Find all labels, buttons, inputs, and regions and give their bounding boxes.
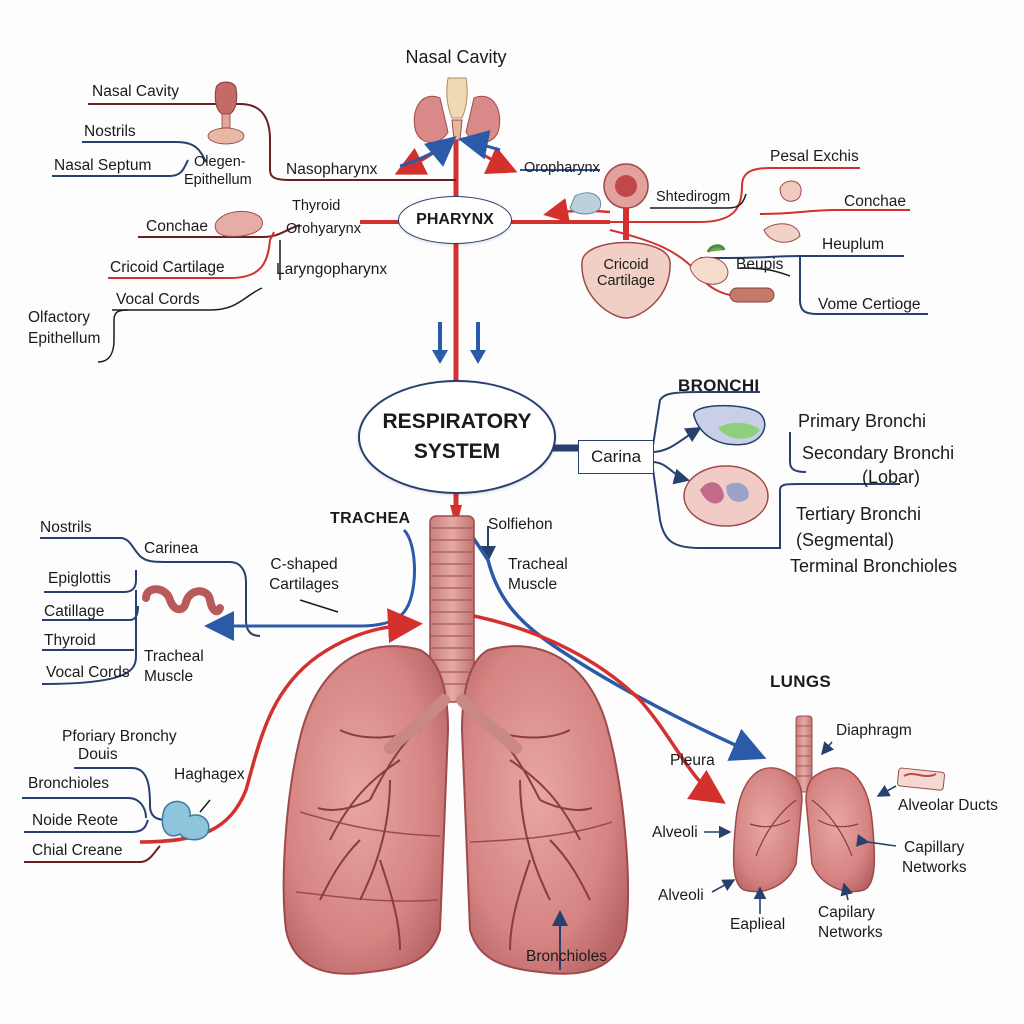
label-olegen-1: Olegen-	[194, 154, 246, 170]
label-capillary-1b: Networks	[902, 859, 967, 876]
small-trachea	[795, 715, 813, 793]
lungs-heading: LUNGS	[770, 672, 831, 691]
center-line-2: SYSTEM	[413, 440, 501, 463]
label-cricoid-2: Cartilage	[596, 273, 656, 289]
label-olfactory-2: Epithellum	[28, 330, 101, 347]
alveolar-duct-illustration	[896, 767, 946, 791]
label-vome-certioge: Vome Certioge	[818, 296, 921, 313]
top-title: Nasal Cavity	[405, 47, 507, 67]
small-right-lung	[805, 767, 876, 893]
nasal-cavity-illustration	[413, 77, 501, 143]
label-pesal-exchis: Pesal Exchis	[770, 148, 859, 165]
label-alveoli-2: Alveoli	[658, 887, 704, 904]
label-carinea: Carinea	[144, 540, 199, 557]
label-haghager: Haghagex	[174, 766, 245, 783]
label-vocal-cords-top: Vocal Cords	[116, 291, 200, 308]
label-c-shaped-1: C-shaped	[270, 556, 338, 573]
label-eaplieal: Eaplieal	[730, 916, 786, 933]
label-secondary-bronchi-2: (Lobar)	[862, 467, 921, 487]
label-pforiary-2: Douis	[78, 746, 118, 763]
label-olfactory-1: Olfactory	[28, 309, 91, 326]
label-vocal-cords-lower: Vocal Cords	[46, 664, 130, 681]
trachea-heading: TRACHEA	[330, 510, 411, 527]
label-bronchioles-left: Bronchioles	[28, 775, 109, 792]
red-flow-curves	[139, 608, 726, 970]
bronchi-heading: BRONCHI	[678, 376, 760, 395]
label-nostrils-lower: Nostrils	[40, 519, 92, 536]
label-alveoli-1: Alveoli	[652, 824, 698, 841]
label-catillage: Catillage	[44, 603, 105, 620]
label-tertiary-bronchi-2: (Segmental)	[796, 530, 895, 550]
label-olegen-2: Epithellum	[184, 172, 252, 188]
upper-right-connectors	[520, 167, 928, 315]
label-tracheal-lower-1: Tracheal	[144, 648, 204, 665]
label-tertiary-bronchi-1: Tertiary Bronchi	[796, 504, 922, 524]
label-pforiary-1: Pforiary Bronchy	[62, 728, 177, 745]
label-thyroid-lower: Thyroid	[44, 632, 96, 649]
label-pleura: Pleura	[670, 752, 715, 769]
label-shtedirogm: Shtedirogm	[656, 189, 731, 205]
label-beupis: Beupis	[736, 256, 784, 273]
bronchi-illustrations	[683, 404, 769, 527]
label-conchae-right: Conchae	[844, 193, 907, 210]
label-secondary-bronchi-1: Secondary Bronchi	[802, 443, 955, 463]
label-cricoid-cartilage: Cricoid Cartilage	[110, 259, 225, 276]
main-left-lung	[282, 645, 450, 975]
label-nasopharynx: Nasopharynx	[286, 161, 378, 178]
lower-left-connectors	[22, 767, 211, 863]
label-capillary-2a: Capilary	[818, 904, 875, 921]
center-line-1: RESPIRATORY	[382, 410, 532, 433]
nasal-arrows	[394, 130, 518, 175]
label-conchae-left: Conchae	[146, 218, 209, 235]
carina-label: Carina	[590, 447, 642, 466]
label-c-shaped-2: Cartilages	[269, 576, 339, 593]
label-orohyarynx: Orohyarynx	[286, 221, 361, 237]
label-oropharynx: Oropharynx	[524, 160, 600, 176]
label-tracheal-lower-2: Muscle	[144, 668, 194, 685]
tracheal-muscle-illustration	[142, 585, 224, 616]
carina-box: Carina	[578, 440, 654, 474]
label-primary-bronchi: Primary Bronchi	[798, 411, 927, 431]
label-terminal-bronchioles: Terminal Bronchioles	[790, 556, 958, 576]
label-nasal-cavity: Nasal Cavity	[92, 83, 179, 100]
label-nostrils: Nostrils	[84, 123, 136, 140]
label-tracheal-muscle-1: Tracheal	[508, 556, 568, 573]
pharynx-node-label: PHARYNX	[416, 211, 494, 228]
label-epiglottis: Epiglottis	[48, 570, 111, 587]
label-laryngopharynx: Laryngopharynx	[276, 261, 388, 278]
lower-left-organ	[161, 800, 210, 841]
label-solfiehon: Solfiehon	[488, 516, 553, 533]
label-heuplum: Heuplum	[822, 236, 885, 253]
main-bronchi-branches	[384, 694, 522, 754]
small-lung-arrows	[704, 741, 897, 914]
label-thyroid: Thyroid	[292, 198, 341, 214]
label-chial-creane: Chial Creane	[32, 842, 123, 859]
label-diaphragm: Diaphragm	[836, 722, 912, 739]
respiratory-system-node: RESPIRATORY SYSTEM	[358, 380, 556, 494]
label-alveolar-ducts: Alveolar Ducts	[898, 797, 998, 814]
upper-right-organs	[569, 163, 802, 319]
pharynx-node: PHARYNX	[398, 196, 512, 244]
label-capillary-1a: Capillary	[904, 839, 965, 856]
left-small-organs	[207, 81, 263, 237]
label-tracheal-muscle-2: Muscle	[508, 576, 558, 593]
label-nasal-septum: Nasal Septum	[54, 157, 152, 174]
label-capillary-2b: Networks	[818, 924, 883, 941]
main-right-lung	[460, 645, 629, 975]
label-noide-reote: Noide Reote	[32, 812, 119, 829]
small-left-lung	[732, 767, 803, 893]
label-cricoid-1: Cricoid	[603, 257, 649, 273]
label-bronchioles-main: Bronchioles	[526, 948, 607, 965]
